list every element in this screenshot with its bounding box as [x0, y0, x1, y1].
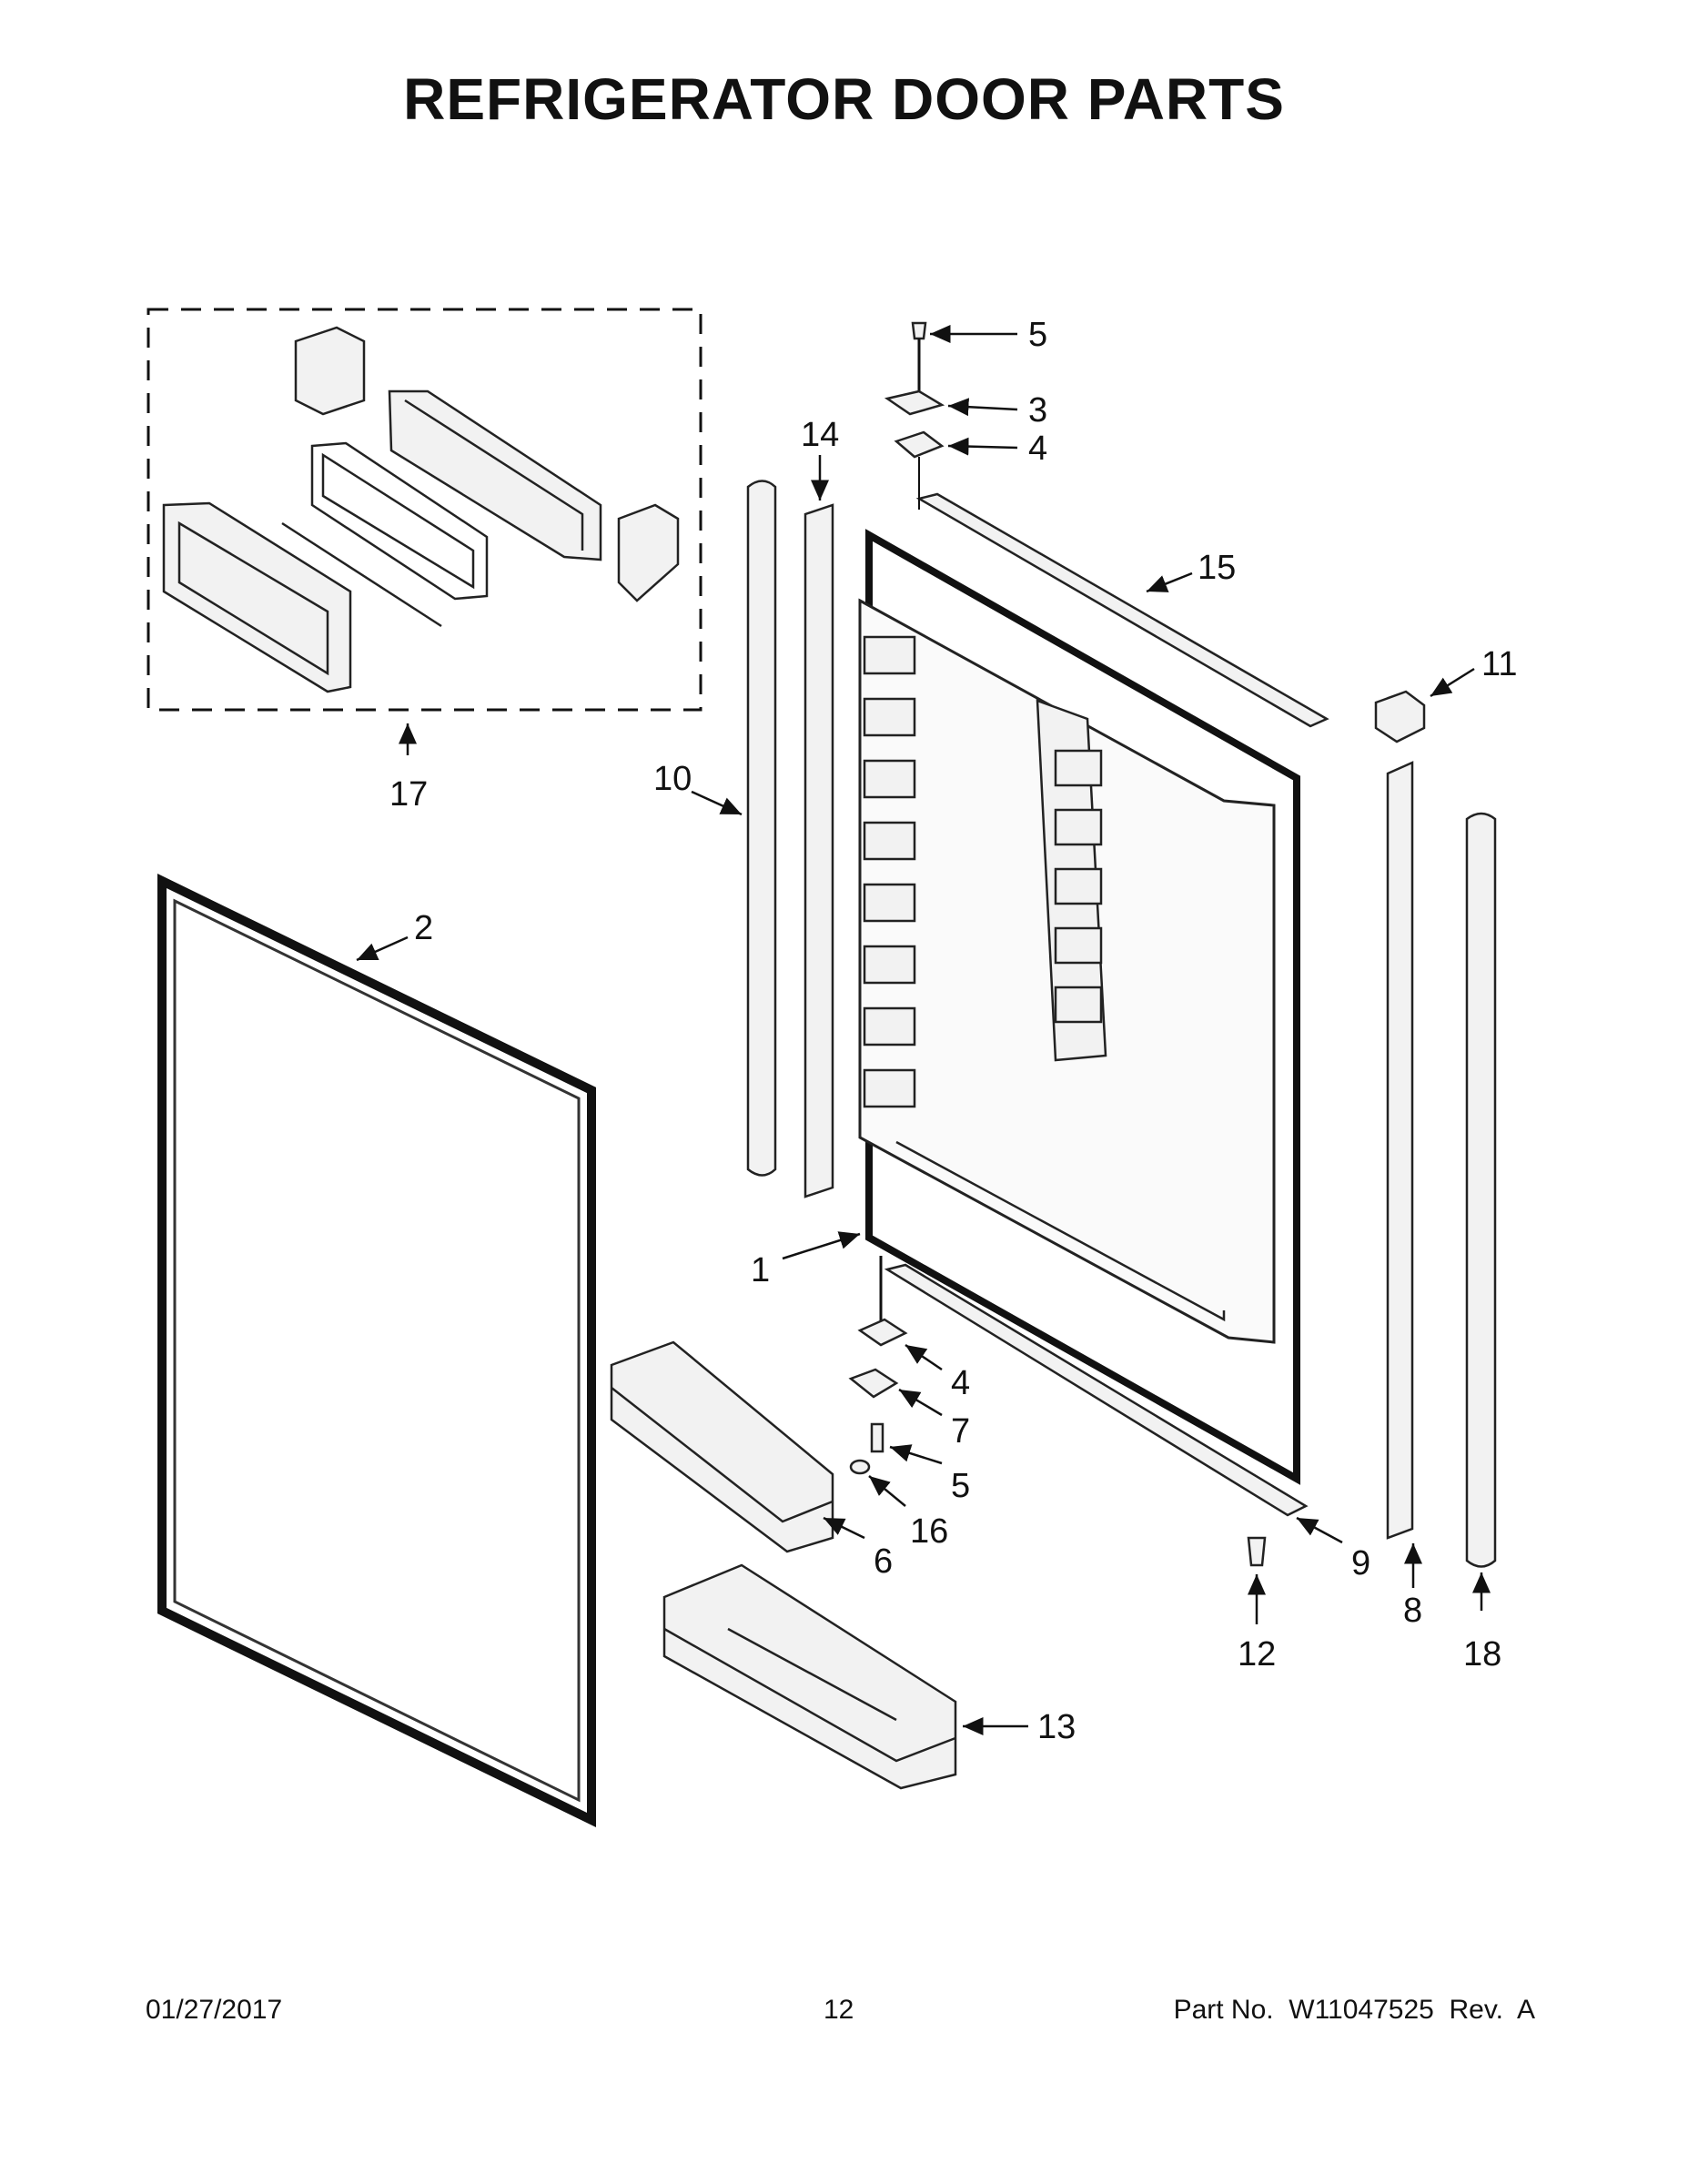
callout-9: 9: [1351, 1544, 1370, 1582]
arrow-15: [1146, 571, 1193, 593]
trim-strip-10: [746, 480, 777, 1177]
callout-3: 3: [1028, 391, 1047, 430]
kit-tray-inner: [404, 399, 584, 551]
handle-strip-8: [1386, 761, 1414, 1540]
callout-5-top: 5: [1028, 316, 1047, 354]
kit-frame: [310, 441, 489, 601]
arrow-5-bottom: [889, 1444, 943, 1465]
door-gasket: [157, 874, 596, 1827]
door-bin-small-6: [610, 1340, 834, 1553]
footer-part-number: Part No. W11047525 Rev. A: [1173, 1995, 1535, 2025]
bottom-screw-5: [870, 1422, 884, 1453]
kit-front-panel-inner: [177, 521, 329, 676]
bottom-hinge-plate-7: [848, 1368, 899, 1399]
kit-front-panel: [162, 501, 352, 693]
arrow-2: [356, 935, 409, 962]
callout-4-top: 4: [1028, 430, 1047, 468]
bottom-washer-16: [849, 1459, 871, 1475]
bottom-trim-9: [884, 1263, 1309, 1517]
top-hinge-plate-3: [884, 389, 945, 416]
callout-17: 17: [389, 775, 428, 814]
arrow-4-bottom: [905, 1343, 943, 1371]
kit-dashed-border: [147, 308, 702, 712]
arrow-1: [782, 1231, 861, 1260]
top-hinge-shim-4: [894, 430, 945, 459]
kit-bracket-right: [617, 503, 680, 602]
arrow-11: [1430, 667, 1475, 698]
kit-frame-inner: [321, 452, 475, 590]
callout-16: 16: [910, 1512, 948, 1551]
arrow-7: [898, 1388, 943, 1417]
trim-strip-18: [1465, 812, 1497, 1568]
top-screw-5: [911, 321, 927, 340]
bottom-hinge-hardware: [848, 1256, 908, 1475]
liner-clips-right: [1054, 749, 1103, 1024]
callout-7: 7: [951, 1412, 970, 1451]
callout-6: 6: [874, 1542, 893, 1581]
callout-15: 15: [1198, 549, 1236, 587]
callout-4-bottom: 4: [951, 1364, 970, 1402]
trim-strip-14: [804, 503, 834, 1198]
callout-14: 14: [801, 416, 839, 454]
page-title: REFRIGERATOR DOOR PARTS: [403, 66, 1285, 132]
footer-date: 01/27/2017: [146, 1995, 283, 2025]
arrow-6: [823, 1516, 865, 1540]
door-closer-11: [1374, 690, 1426, 743]
arrow-16: [868, 1475, 906, 1507]
callout-11: 11: [1481, 645, 1517, 683]
arrow-10: [691, 790, 743, 816]
arrow-4-top: [947, 437, 1018, 456]
arrow-3: [947, 398, 1018, 417]
kit-bracket-top: [294, 326, 366, 416]
callout-2: 2: [414, 909, 433, 947]
liner-clips-left: [863, 635, 916, 1108]
kit-tray-box: [388, 389, 602, 561]
callout-13: 13: [1037, 1708, 1076, 1746]
callout-8: 8: [1403, 1592, 1422, 1630]
screw-12: [1247, 1536, 1267, 1567]
callout-labels: 5 3 4 14 15 11 17 10 2 1 4 7 5 16 6 9 8 …: [389, 316, 1517, 1746]
arrow-9: [1296, 1516, 1343, 1544]
callout-12: 12: [1238, 1635, 1276, 1673]
callout-18: 18: [1463, 1635, 1501, 1673]
door-liner: [858, 529, 1300, 1485]
top-trim-15: [915, 492, 1329, 728]
kit-strip: [281, 521, 442, 628]
callout-1: 1: [751, 1251, 770, 1289]
footer-page-number: 12: [824, 1995, 854, 2025]
callout-10: 10: [653, 760, 692, 798]
door-bin-large-13: [662, 1563, 957, 1790]
leader-arrows: [356, 325, 1491, 1735]
callout-5-bottom: 5: [951, 1467, 970, 1505]
crisper-kit-assembly: [147, 308, 702, 712]
bottom-hinge-shim-4: [857, 1318, 908, 1347]
top-hinge-hardware: [884, 321, 945, 510]
left-trim-strips: [746, 480, 834, 1198]
